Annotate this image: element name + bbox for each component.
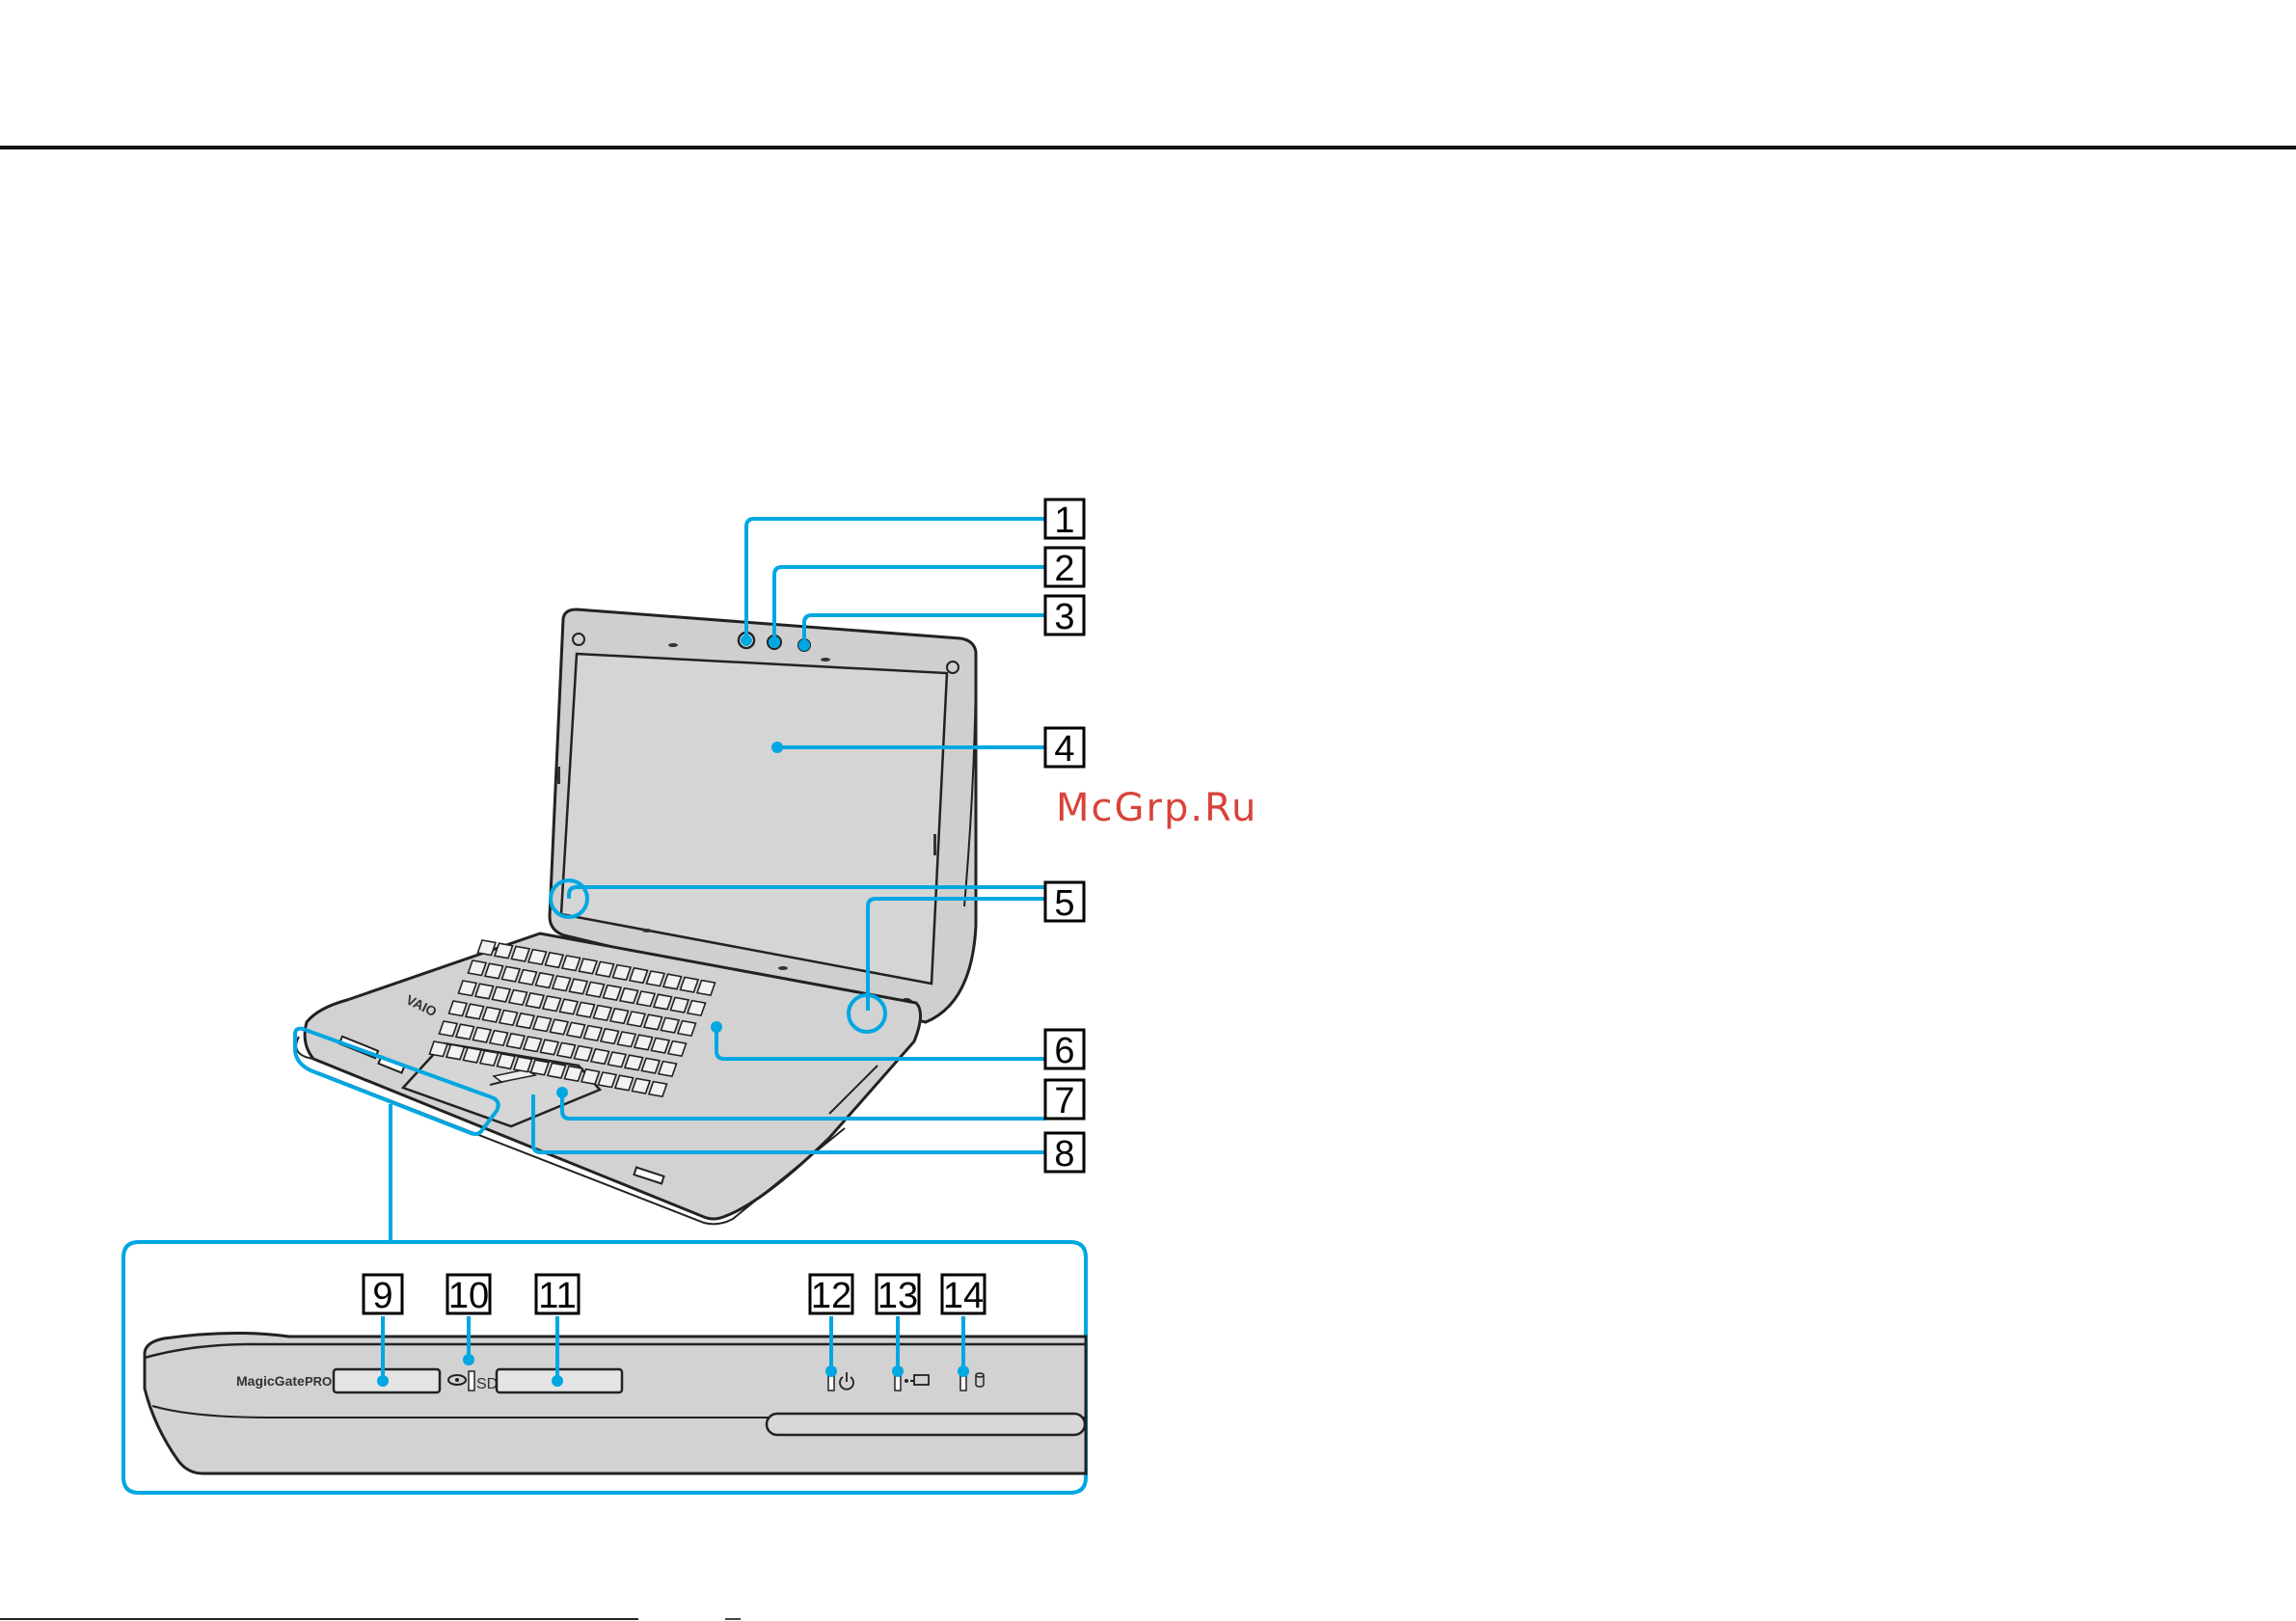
sd-label: SD	[476, 1376, 498, 1392]
pro-label: PRO	[305, 1374, 332, 1389]
footer-rule	[0, 1618, 638, 1620]
callout-boxes: 1 2 3 4 5 6 7 8	[1045, 500, 1084, 1175]
callout-8: 8	[1054, 1134, 1074, 1175]
callout-14: 14	[943, 1276, 984, 1316]
callout-9: 9	[372, 1276, 392, 1316]
callout-1: 1	[1054, 500, 1074, 541]
callout-2: 2	[1054, 549, 1074, 589]
callout-12: 12	[811, 1276, 851, 1316]
callout-3: 3	[1054, 597, 1074, 637]
magicgate-label: MagicGate	[236, 1373, 305, 1389]
footer-mark	[725, 1618, 741, 1620]
callout-13: 13	[878, 1276, 918, 1316]
media-access-indicator	[469, 1371, 474, 1391]
callout-6: 6	[1054, 1031, 1074, 1071]
front-callout-boxes: 9 10 11 12 13 14	[364, 1275, 985, 1316]
callout-7: 7	[1054, 1081, 1074, 1121]
watermark: McGrp.Ru	[1056, 786, 1257, 830]
callout-5: 5	[1054, 883, 1074, 924]
callout-4: 4	[1054, 729, 1074, 770]
callout-10: 10	[448, 1276, 489, 1316]
callout-11: 11	[538, 1276, 576, 1316]
front-panel-detail: MagicGate PRO SD	[145, 1333, 1086, 1473]
